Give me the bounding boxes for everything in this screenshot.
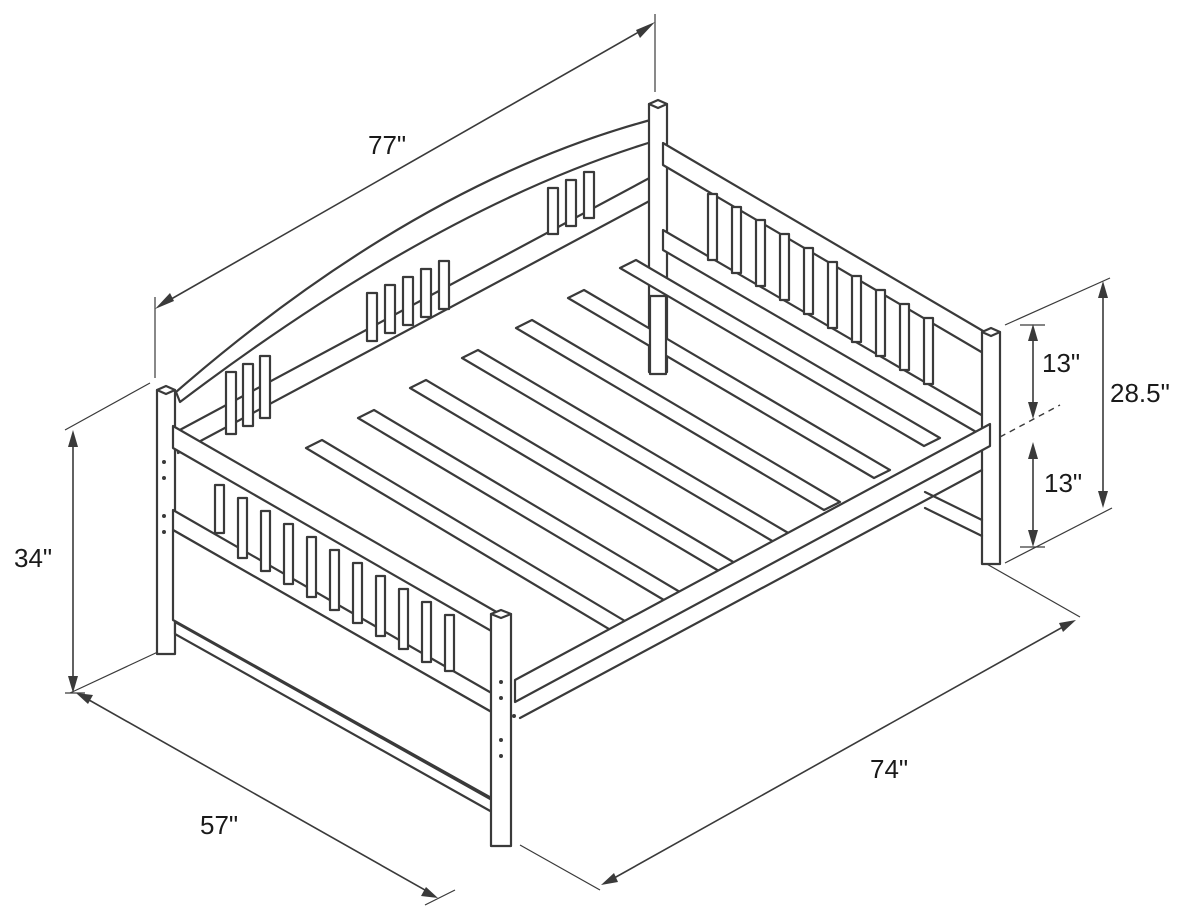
back-slat	[258, 354, 272, 420]
dim-rail-reference	[999, 404, 1061, 438]
side-spindle	[305, 535, 318, 599]
back-slat	[546, 186, 560, 236]
dim-label-34: 34"	[14, 543, 53, 573]
right-side-panel	[661, 141, 1002, 566]
right-slat	[730, 205, 743, 275]
bolt-hole	[162, 530, 166, 534]
right-lower-rail-edge	[923, 506, 984, 538]
dim-285-arrow-top	[1098, 281, 1108, 298]
dim-285-ext-top	[1004, 277, 1111, 326]
back-left-post-cap	[155, 384, 177, 396]
dim-74-arrow-right	[1059, 620, 1076, 632]
bolt-hole	[499, 696, 503, 700]
front-left-post-cap	[489, 608, 513, 620]
dim-77-line	[158, 24, 652, 307]
dim-34-ext-top	[64, 382, 151, 431]
dim-label-77: 77"	[368, 130, 407, 160]
dim-74-arrow-left	[601, 873, 618, 885]
right-slat	[706, 192, 719, 262]
dim-77-arrow-left	[155, 293, 174, 309]
dim-57-ext-right	[424, 889, 456, 906]
back-right-post-cap	[647, 98, 669, 110]
dim-74-line	[606, 622, 1071, 883]
left-spindles	[213, 483, 456, 673]
side-spindle	[420, 600, 433, 664]
dim-label-13-lower: 13"	[1044, 468, 1083, 498]
dim-label-57: 57"	[200, 810, 239, 840]
bolt-hole	[162, 476, 166, 480]
dim-label-28-5: 28.5"	[1110, 378, 1170, 408]
right-slat	[850, 274, 863, 344]
bolt-hole	[162, 514, 166, 518]
side-spindle	[443, 613, 456, 673]
right-slat	[802, 246, 815, 316]
dim-285-ext-bottom	[1004, 507, 1113, 564]
dim-57-arrow-right	[421, 887, 438, 898]
back-slat	[401, 275, 415, 327]
support-slats	[304, 258, 942, 640]
side-spindle	[282, 522, 295, 586]
side-spindle	[374, 574, 387, 638]
dim-34-arrow-bottom	[68, 676, 78, 693]
left-side-panel	[155, 384, 516, 848]
side-spindle	[236, 496, 249, 560]
side-spindle	[259, 509, 272, 573]
dim-13a-arrow-bottom	[1028, 402, 1038, 419]
dim-34-arrow-top	[68, 430, 78, 447]
side-spindle	[397, 587, 410, 651]
back-slat	[224, 370, 238, 436]
right-slat	[898, 302, 911, 372]
dim-285-arrow-bottom	[1098, 491, 1108, 508]
back-slat	[437, 259, 451, 311]
side-spindle	[328, 548, 341, 612]
side-spindle	[351, 561, 364, 625]
right-slat	[874, 288, 887, 358]
back-slats	[224, 170, 596, 436]
side-spindle	[213, 483, 226, 535]
front-left-post	[489, 612, 513, 848]
dimension-lines	[64, 14, 1113, 906]
back-slat	[365, 291, 379, 343]
back-slat	[419, 267, 433, 319]
dim-57-line	[81, 695, 433, 895]
front-long-rail-bottom	[518, 468, 984, 720]
dim-label-13-upper: 13"	[1042, 348, 1081, 378]
back-slat	[564, 178, 578, 228]
support-slat	[514, 318, 842, 512]
back-slat	[383, 283, 397, 335]
back-slat	[582, 170, 596, 220]
bolt-hole	[499, 738, 503, 742]
support-slat	[618, 258, 942, 448]
dim-57-ext-left	[69, 650, 161, 694]
front-right-post-cap	[980, 326, 1002, 338]
dim-77-arrow-right	[636, 22, 655, 38]
front-long-rail	[513, 422, 992, 720]
dim-74-ext-right	[984, 562, 1081, 618]
bolt-hole	[499, 680, 503, 684]
right-slats	[706, 192, 935, 386]
back-slat	[241, 362, 255, 428]
dim-74-ext-left	[519, 844, 601, 891]
dim-57-arrow-left	[76, 693, 93, 704]
dim-13b-arrow-bottom	[1028, 530, 1038, 547]
front-long-rail-top	[513, 422, 992, 704]
dim-label-74: 74"	[870, 754, 909, 784]
right-slat	[922, 316, 935, 386]
center-support-leg	[648, 294, 668, 376]
dim-13a-arrow-top	[1028, 324, 1038, 341]
right-slat	[754, 218, 767, 288]
right-slat	[778, 232, 791, 302]
support-slat	[566, 288, 892, 480]
bolt-hole	[499, 754, 503, 758]
bolt-hole	[512, 714, 516, 718]
bolt-hole	[162, 460, 166, 464]
back-panel	[174, 98, 669, 455]
right-slat	[826, 260, 839, 330]
dim-13b-arrow-top	[1028, 442, 1038, 459]
